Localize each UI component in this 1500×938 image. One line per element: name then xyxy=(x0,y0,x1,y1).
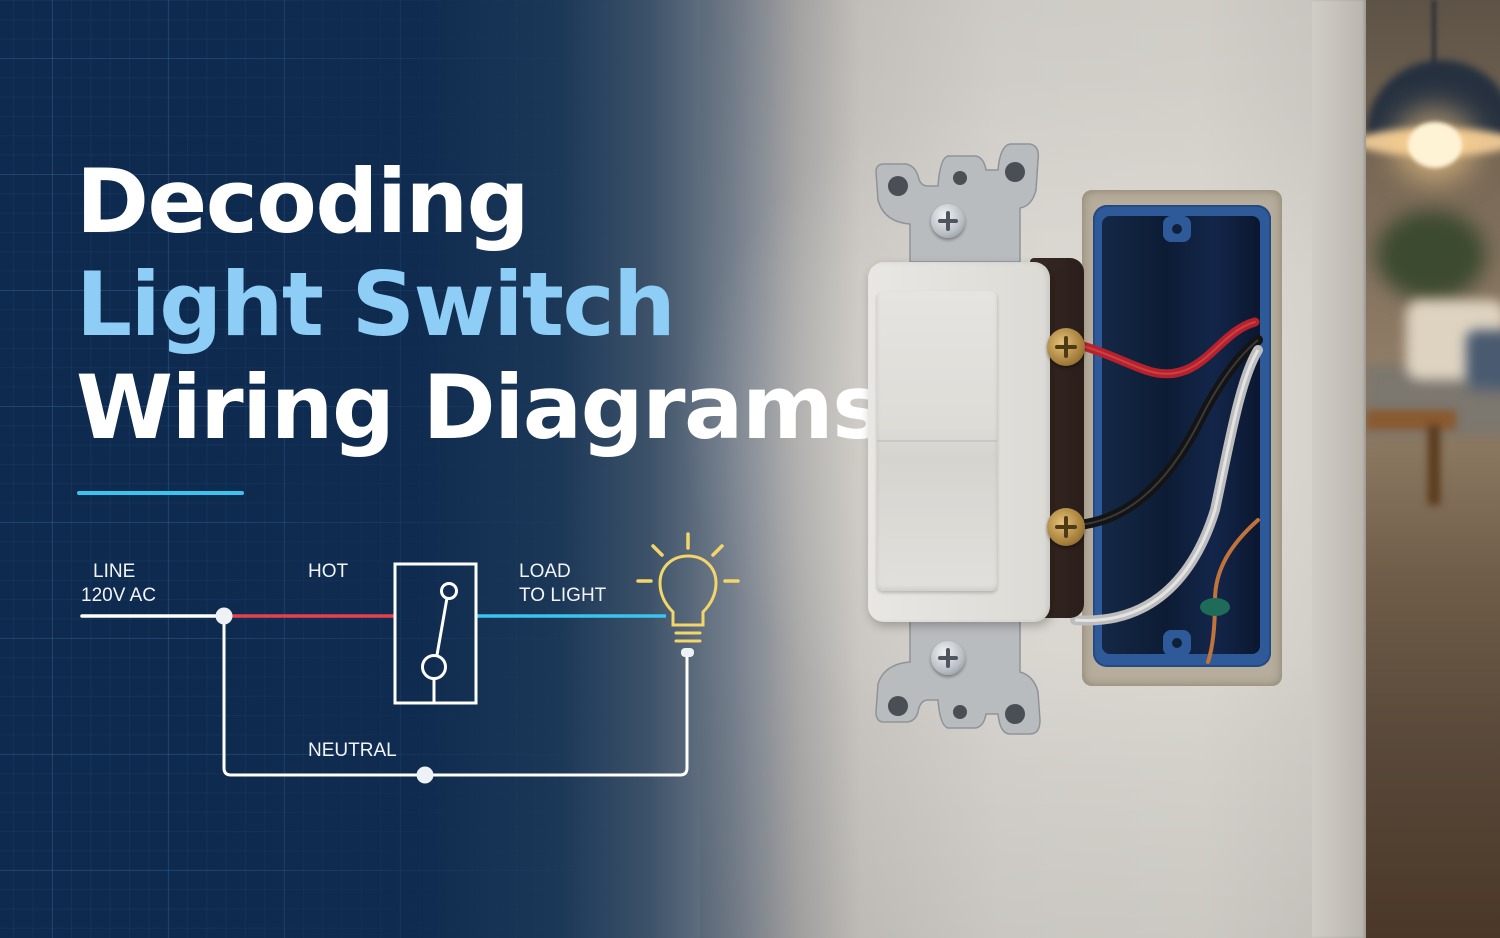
pendant-lamp-bulb xyxy=(1408,122,1462,168)
strap-hole xyxy=(1005,704,1025,724)
bulb-base-terminal xyxy=(681,648,694,657)
bottom-mounting-strap xyxy=(875,619,1041,735)
label-neutral: NEUTRAL xyxy=(308,740,397,761)
headline-underline xyxy=(77,491,244,495)
brass-terminal-screw-bottom xyxy=(1047,508,1085,546)
box-mounting-tab-bottom xyxy=(1163,630,1191,656)
label-voltage: 120V AC xyxy=(81,585,156,606)
brass-terminal-screw-top xyxy=(1047,328,1085,366)
junction-dot-line xyxy=(215,607,233,625)
houseplant xyxy=(1376,210,1486,300)
neutral-wire xyxy=(222,616,689,777)
label-load: LOAD xyxy=(519,561,571,582)
top-mounting-screw-icon xyxy=(931,204,965,238)
label-to-light: TO LIGHT xyxy=(519,585,607,606)
rocker-crease xyxy=(877,440,997,442)
strap-hole xyxy=(888,176,908,196)
side-table-leg xyxy=(1428,425,1440,505)
strap-hole xyxy=(953,171,967,185)
label-hot: HOT xyxy=(308,561,349,582)
switch-symbol-icon xyxy=(393,562,478,705)
strap-hole xyxy=(953,705,967,719)
label-line: LINE xyxy=(93,561,136,582)
headline-line-1: Decoding xyxy=(76,150,530,253)
top-mounting-strap xyxy=(875,143,1040,263)
headline-line-2: Light Switch xyxy=(76,253,676,356)
strap-hole xyxy=(1005,162,1025,182)
wiring-diagram-svg xyxy=(80,532,740,784)
blurred-room-background xyxy=(1366,0,1500,938)
switch-rocker xyxy=(877,291,997,591)
wall-corner-edge xyxy=(1312,0,1366,938)
headline: Decoding Light Switch Wiring Diagrams xyxy=(76,150,885,459)
box-mounting-tab-top xyxy=(1163,216,1191,242)
pendant-cord xyxy=(1432,0,1436,80)
bottom-mounting-screw-icon xyxy=(931,641,965,675)
ground-clip xyxy=(1200,598,1230,616)
lightbulb-icon xyxy=(636,532,740,643)
headline-line-3: Wiring Diagrams xyxy=(76,356,885,459)
junction-dot-neutral xyxy=(416,766,434,784)
sofa-cushion-blue xyxy=(1466,330,1500,390)
wiring-diagram: LINE 120V AC HOT LOAD TO LIGHT NEUTRAL xyxy=(80,532,740,784)
blueprint-grid xyxy=(0,0,760,938)
strap-hole xyxy=(888,696,908,716)
